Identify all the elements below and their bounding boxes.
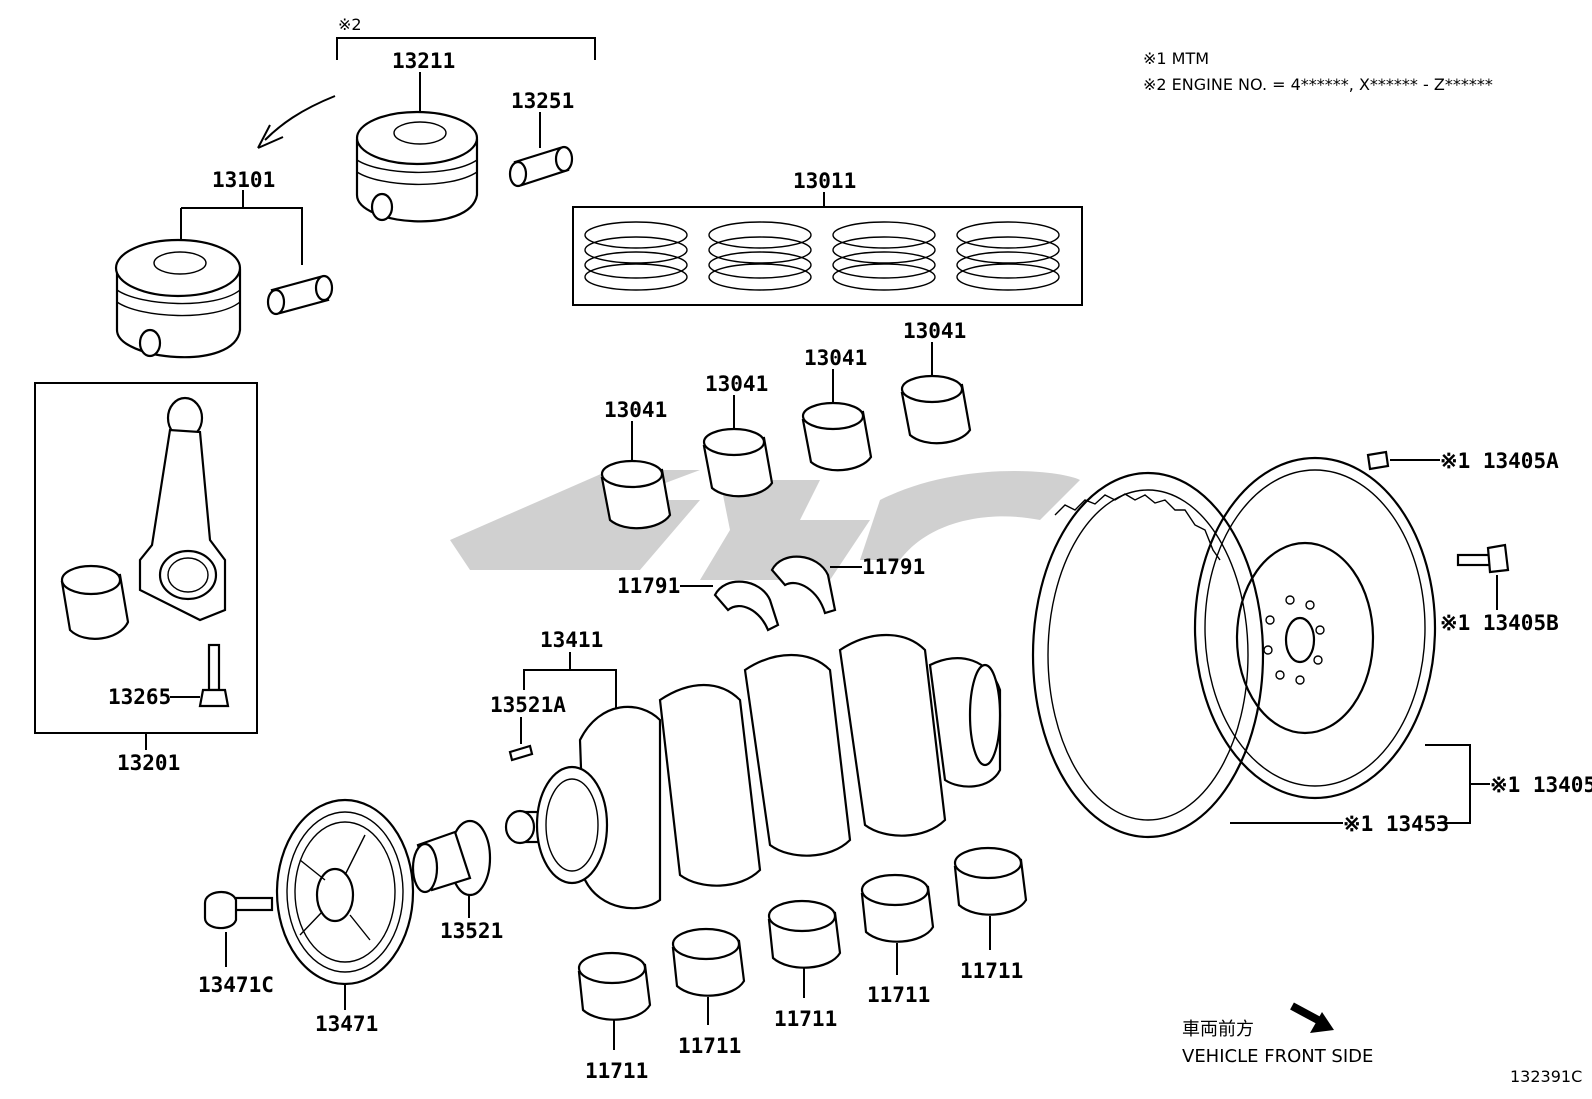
label-11711-c: 11711 <box>774 1007 837 1031</box>
label-11711-b: 11711 <box>678 1034 741 1058</box>
pulley-bolt-13471c <box>203 891 274 930</box>
label-13041-b: 13041 <box>705 372 768 396</box>
note-mtm: ※1 MTM <box>1143 49 1209 68</box>
label-13251: 13251 <box>511 89 574 113</box>
thrust-washer <box>713 555 837 632</box>
illustration-number: 132391C <box>1510 1067 1582 1086</box>
key-13521a <box>508 744 534 762</box>
label-13405: ※1 13405 <box>1490 773 1592 797</box>
label-13041-c: 13041 <box>804 346 867 370</box>
dowel-pin-13405a <box>1366 450 1390 471</box>
label-13405b: ※1 13405B <box>1440 611 1559 635</box>
ring-gear-13453 <box>1031 471 1265 839</box>
ring-set-box <box>572 206 1083 306</box>
sprocket-13521 <box>411 819 492 897</box>
label-11711-a: 11711 <box>585 1059 648 1083</box>
label-13521: 13521 <box>440 919 503 943</box>
piston-pin-13101 <box>266 274 334 316</box>
crankshaft-13411 <box>504 633 1002 910</box>
label-11791-b: 11791 <box>862 555 925 579</box>
label-13471c: 13471C <box>198 973 274 997</box>
label-13521a: 13521A <box>490 693 566 717</box>
piston-ring-set <box>584 221 1060 291</box>
label-11791-a: 11791 <box>617 574 680 598</box>
arrow-alternate-head <box>257 124 284 149</box>
label-13453: ※1 13453 <box>1343 812 1449 836</box>
piston-pin-13251 <box>508 145 574 188</box>
label-13041-d: 13041 <box>903 319 966 343</box>
arrow-down-right-icon <box>1290 1002 1334 1033</box>
connecting-rod-13201 <box>138 396 227 622</box>
main-bearing-upper <box>600 374 972 530</box>
main-bearing-lower <box>577 846 1028 1021</box>
label-13101: 13101 <box>212 168 275 192</box>
bracket-engine-no <box>336 37 596 60</box>
flywheel-bolt-13405b <box>1456 543 1510 574</box>
label-13471: 13471 <box>315 1012 378 1036</box>
piston-13101 <box>114 238 242 359</box>
label-11711-e: 11711 <box>960 959 1023 983</box>
flywheel-13405 <box>1193 456 1437 800</box>
piston-13211 <box>355 110 479 223</box>
rod-bolt-13265 <box>198 643 230 708</box>
crank-pulley-13471 <box>275 798 415 986</box>
label-11711-d: 11711 <box>867 983 930 1007</box>
bracket-mark: ※2 <box>338 15 362 34</box>
label-13211: 13211 <box>392 49 455 73</box>
direction-jp: 車両前方 <box>1182 1019 1254 1040</box>
label-13265: 13265 <box>108 685 171 709</box>
label-13011: 13011 <box>793 169 856 193</box>
direction-en: VEHICLE FRONT SIDE <box>1182 1046 1373 1067</box>
arrow-alternate-line <box>264 95 336 141</box>
label-13405a: ※1 13405A <box>1440 449 1559 473</box>
rod-bearing <box>60 564 130 640</box>
note-engine-no: ※2 ENGINE NO. = 4******, X****** - Z****… <box>1143 75 1493 94</box>
label-13201: 13201 <box>117 751 180 775</box>
label-13041-a: 13041 <box>604 398 667 422</box>
label-13411: 13411 <box>540 628 603 652</box>
crank-timing-gear <box>535 765 609 885</box>
